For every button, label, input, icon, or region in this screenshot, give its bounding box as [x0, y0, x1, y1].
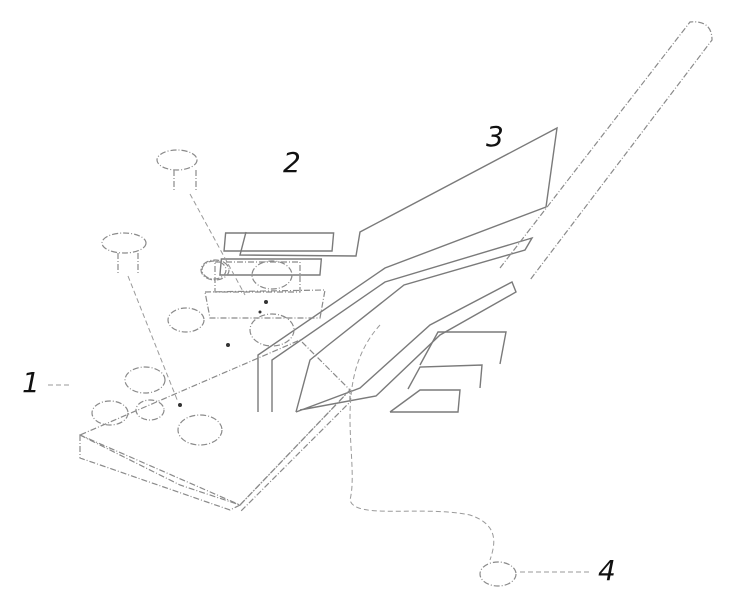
- base-block-part-1: [78, 259, 351, 513]
- callout-4: 4: [598, 554, 616, 587]
- bolt-upper-right: [156, 149, 246, 296]
- cable-part-4: [349, 324, 590, 587]
- retainer-plate-part-2: [201, 260, 326, 347]
- callout-2: 2: [283, 146, 301, 179]
- bolt-upper-left: [101, 232, 179, 403]
- stepped-sheet-part-3: [219, 126, 558, 413]
- long-rod: [499, 21, 713, 281]
- callout-1: 1: [22, 366, 40, 399]
- callout-3: 3: [486, 120, 504, 153]
